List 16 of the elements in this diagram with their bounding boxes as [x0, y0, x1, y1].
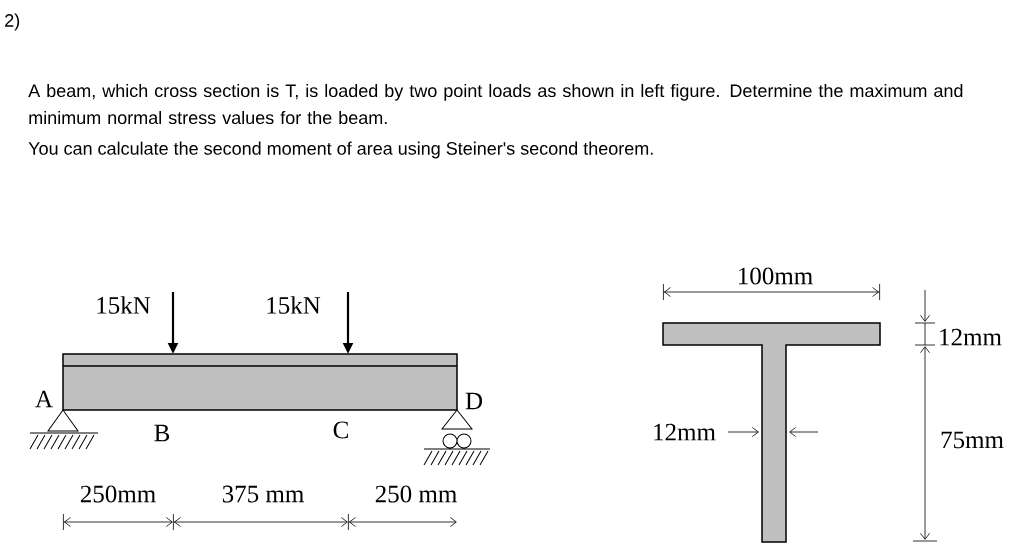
point-label: B: [154, 424, 170, 442]
dimension-label: 375 mm: [222, 485, 304, 503]
point-label: C: [333, 421, 348, 439]
dimension-label: 12mm: [654, 423, 716, 441]
load-label: 15kN: [267, 296, 321, 314]
dimension-label: 12mm: [940, 328, 1002, 346]
dimension-label: 250mm: [80, 485, 156, 503]
load-label: 15kN: [97, 296, 151, 314]
point-label: A: [35, 390, 53, 408]
dimension-label: 100mm: [739, 267, 813, 285]
problem-text: You can calculate the second moment of area using Steiner's second theorem.: [28, 141, 653, 159]
dimension-label: 250 mm: [375, 485, 457, 503]
dimension-label: 75mm: [941, 431, 1004, 449]
point-label: D: [465, 392, 483, 410]
problem-number: 2): [5, 13, 20, 31]
problem-text: A beam, which cross section is T, is loaded by two point loads as shown in left figure. Determine the maximum and minimum normal stress values for the beam.: [28, 83, 963, 125]
